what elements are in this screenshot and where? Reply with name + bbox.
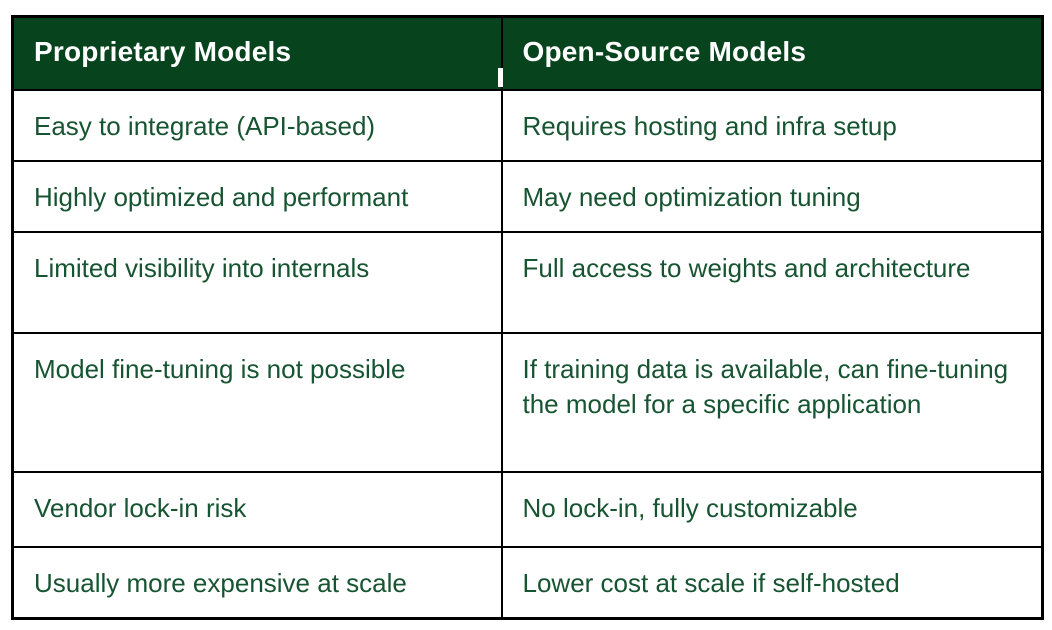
cell-open-source: Lower cost at scale if self-hosted xyxy=(500,545,1044,619)
header-row: Proprietary Models Open-Source Models xyxy=(11,15,1044,91)
column-header-open-source: Open-Source Models xyxy=(500,15,1044,91)
table-row: Limited visibility into internals Full a… xyxy=(11,230,1044,334)
cell-open-source: Requires hosting and infra setup xyxy=(500,88,1044,162)
table-row: Easy to integrate (API-based) Requires h… xyxy=(11,88,1044,162)
cell-proprietary: Vendor lock-in risk xyxy=(11,470,503,548)
cell-open-source: Full access to weights and architecture xyxy=(500,230,1044,334)
cell-open-source: No lock-in, fully customizable xyxy=(500,470,1044,548)
cell-proprietary: Usually more expensive at scale xyxy=(11,545,503,619)
header-cell-artifact xyxy=(498,68,503,87)
table-row: Model fine-tuning is not possible If tra… xyxy=(11,331,1044,473)
cell-open-source: If training data is available, can fine-… xyxy=(500,331,1044,473)
column-header-proprietary: Proprietary Models xyxy=(11,15,503,91)
cell-open-source: May need optimization tuning xyxy=(500,159,1044,233)
table-row: Vendor lock-in risk No lock-in, fully cu… xyxy=(11,470,1044,548)
cell-proprietary: Limited visibility into internals xyxy=(11,230,503,334)
cell-proprietary: Highly optimized and performant xyxy=(11,159,503,233)
table-row: Highly optimized and performant May need… xyxy=(11,159,1044,233)
table-row: Usually more expensive at scale Lower co… xyxy=(11,545,1044,619)
comparison-table: Proprietary Models Open-Source Models Ea… xyxy=(11,15,1044,620)
cell-proprietary: Easy to integrate (API-based) xyxy=(11,88,503,162)
cell-proprietary: Model fine-tuning is not possible xyxy=(11,331,503,473)
